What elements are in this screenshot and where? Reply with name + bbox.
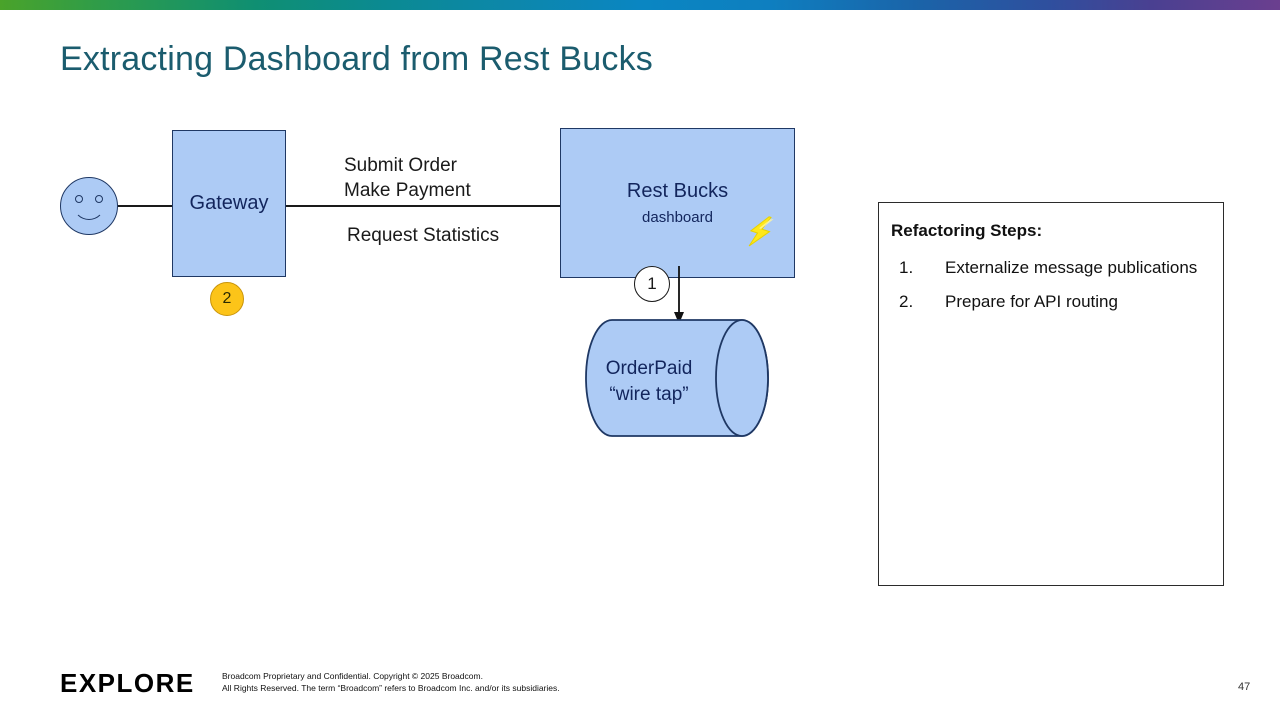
brand-gradient-bar bbox=[0, 0, 1280, 10]
refactoring-steps-panel: Refactoring Steps: 1. Externalize messag… bbox=[878, 202, 1224, 586]
legal-notice: Broadcom Proprietary and Confidential. C… bbox=[222, 670, 560, 695]
connector-gateway-to-restbucks bbox=[286, 205, 560, 207]
step-text: Prepare for API routing bbox=[945, 292, 1118, 312]
node-datastore-orderpaid[interactable] bbox=[584, 318, 772, 440]
node-rest-bucks-sublabel: dashboard bbox=[642, 209, 713, 226]
connector-actor-to-gateway bbox=[118, 205, 173, 207]
badge-gateway-step: 2 bbox=[210, 282, 244, 316]
list-item: 1. Externalize message publications bbox=[899, 258, 1215, 278]
node-datastore-label-group: OrderPaid “wire tap” bbox=[584, 356, 714, 407]
node-gateway-label: Gateway bbox=[189, 192, 269, 214]
flow-label-request-statistics: Request Statistics bbox=[347, 225, 500, 246]
list-item: 2. Prepare for API routing bbox=[899, 292, 1215, 312]
flow-label-make-payment: Make Payment bbox=[344, 180, 471, 202]
node-rest-bucks[interactable]: Rest Bucks dashboard bbox=[560, 128, 795, 278]
user-actor-icon bbox=[60, 177, 118, 235]
explore-logo: EXPLORE bbox=[60, 668, 195, 698]
node-datastore-label-line2: “wire tap” bbox=[609, 383, 689, 405]
legal-line-1: Broadcom Proprietary and Confidential. C… bbox=[222, 671, 483, 681]
legal-line-2: All Rights Reserved. The term “Broadcom”… bbox=[222, 683, 560, 694]
lightning-bolt-icon bbox=[748, 216, 774, 247]
arrow-restbucks-to-datastore bbox=[674, 266, 684, 324]
node-gateway[interactable]: Gateway bbox=[172, 130, 286, 277]
refactoring-steps-heading: Refactoring Steps: bbox=[891, 221, 1043, 240]
refactoring-steps-list: 1. Externalize message publications 2. P… bbox=[899, 258, 1215, 327]
step-text: Externalize message publications bbox=[945, 258, 1198, 277]
badge-restbucks-step: 1 bbox=[634, 266, 670, 302]
node-datastore-label-line1: OrderPaid bbox=[605, 358, 693, 379]
page-title: Extracting Dashboard from Rest Bucks bbox=[60, 40, 653, 78]
flow-label-submit-order: Submit Order bbox=[344, 155, 457, 176]
step-number: 1. bbox=[899, 258, 914, 277]
page-number: 47 bbox=[1238, 681, 1251, 693]
step-number: 2. bbox=[899, 292, 914, 312]
node-rest-bucks-label: Rest Bucks bbox=[626, 180, 729, 202]
flow-label-upper: Submit Order Make Payment bbox=[344, 153, 471, 204]
actor-smile-icon bbox=[73, 202, 105, 220]
